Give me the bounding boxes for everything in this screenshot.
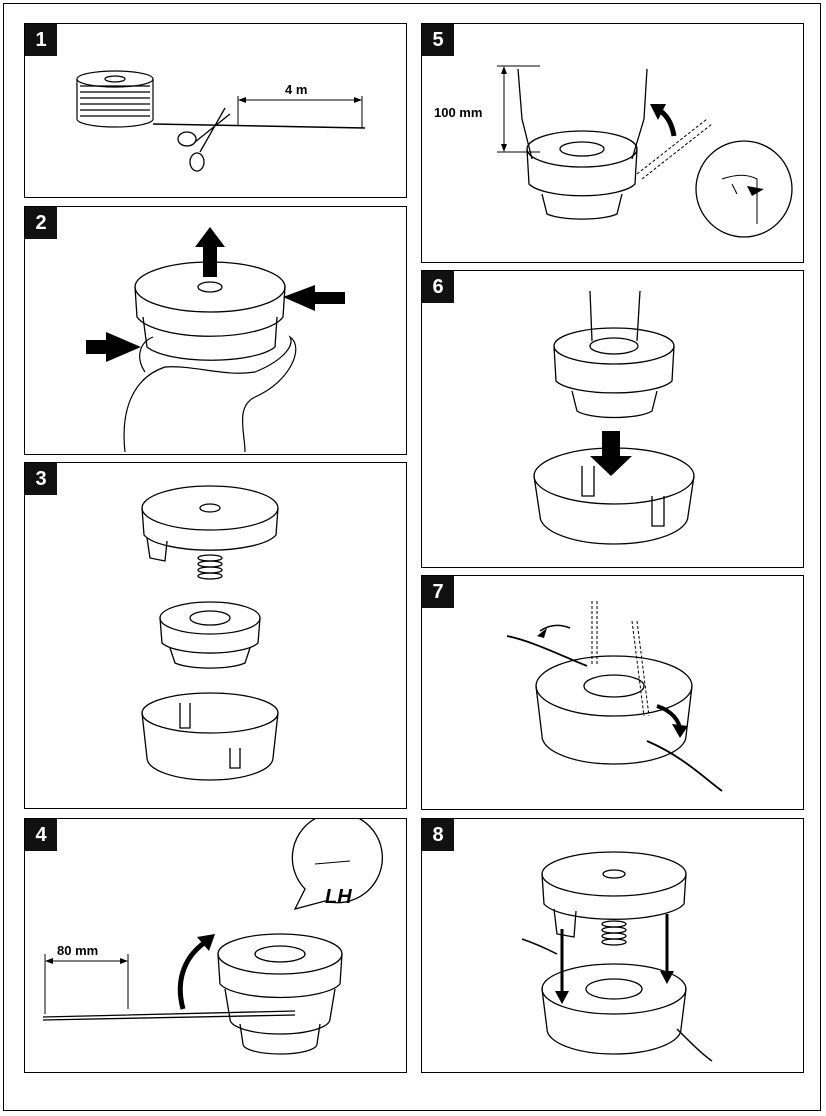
step-4-illustration: 80 mm LH xyxy=(25,819,407,1073)
step-3-illustration xyxy=(25,463,407,809)
step-2-panel: 2 xyxy=(24,206,407,455)
step-1-panel: 1 4 m xyxy=(24,23,407,198)
step-7-panel: 7 xyxy=(421,575,804,810)
step-6-illustration xyxy=(422,271,804,568)
spool-part xyxy=(218,934,342,1054)
step-1-illustration: 4 m xyxy=(25,24,407,198)
step-5-illustration: 100 mm xyxy=(422,24,804,263)
spool-part xyxy=(527,131,637,219)
rotate-arrow-icon xyxy=(537,625,688,738)
spool-part xyxy=(554,328,674,418)
rotate-arrow-icon xyxy=(180,934,215,1009)
spool-icon xyxy=(77,71,153,127)
step-6-panel: 6 xyxy=(421,270,804,568)
step-3-panel: 3 xyxy=(24,462,407,809)
length-label: 4 m xyxy=(285,82,307,97)
spool-part xyxy=(160,602,260,668)
rotate-arrow-icon xyxy=(650,104,674,136)
step-8-illustration xyxy=(422,819,804,1073)
detail-callout xyxy=(696,141,792,237)
step-2-illustration xyxy=(25,207,407,455)
cap-part xyxy=(542,852,686,937)
spring-icon xyxy=(198,555,222,579)
step-5-panel: 5 100 mm xyxy=(421,23,804,263)
arrow-down-icon xyxy=(590,431,632,476)
arrow-up-icon xyxy=(195,227,225,277)
arrow-left-icon xyxy=(283,285,345,311)
offset-label: 80 mm xyxy=(57,943,98,958)
step-8-panel: 8 xyxy=(421,818,804,1073)
hand-icon xyxy=(124,337,296,452)
base-part xyxy=(142,693,278,780)
spring-icon xyxy=(602,921,626,945)
step-4-panel: 4 80 mm LH xyxy=(24,818,407,1073)
step-7-illustration xyxy=(422,576,804,810)
cap-part xyxy=(142,486,278,561)
lh-label: LH xyxy=(325,886,352,908)
scissors-icon xyxy=(178,108,230,171)
arrow-right-icon xyxy=(86,332,141,362)
length-label: 100 mm xyxy=(434,105,482,120)
